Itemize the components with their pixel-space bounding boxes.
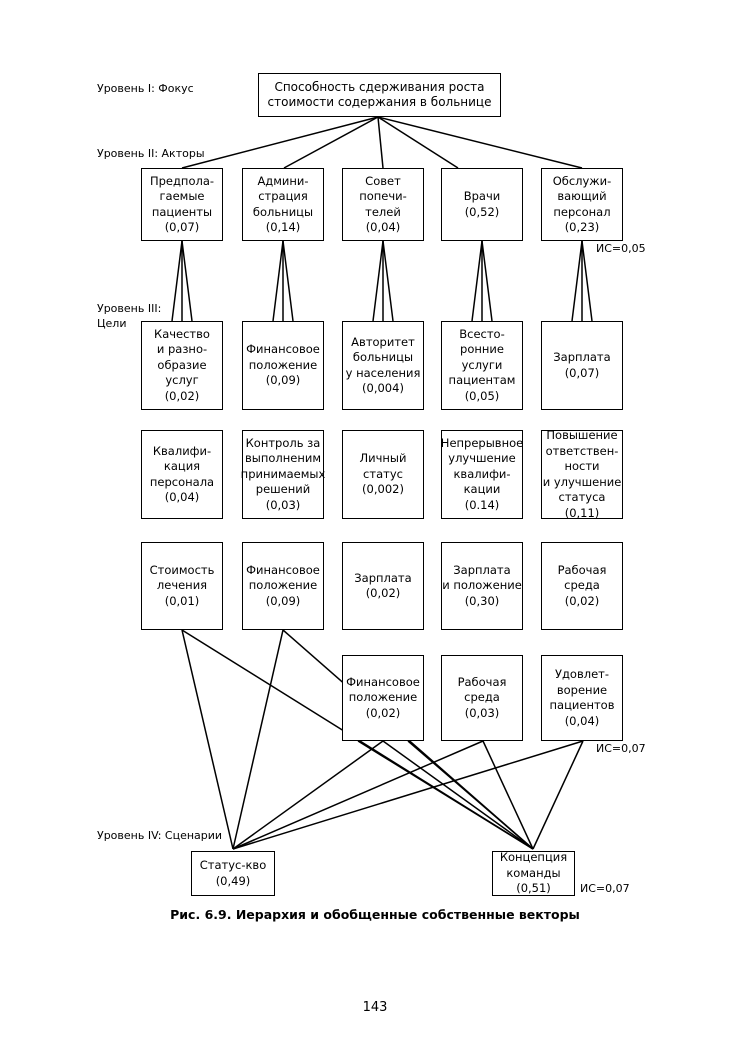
scenario-box-status-quo: Статус-кво (0,49) [191, 851, 275, 896]
goal-box: Личный статус (0,002) [342, 430, 424, 519]
connector-line [372, 240, 384, 322]
goal-box: Всесто- ронние услуги пациентам (0,05) [441, 321, 523, 410]
connector-line [377, 116, 583, 169]
connector-line [283, 116, 379, 169]
connector-line [377, 116, 384, 169]
goal-box: Повышение ответствен- ности и улучшение … [541, 428, 623, 520]
goal-box: Рабочая среда (0,02) [541, 542, 623, 630]
goal-box: Финансовое положение (0,09) [242, 542, 324, 630]
actor-box: Админи- страция больницы (0,14) [242, 168, 324, 241]
goal-box: Рабочая среда (0,03) [441, 655, 523, 741]
goal-box: Качество и разно- образие услуг (0,02) [141, 321, 223, 410]
consistency-index-goals: ИС=0,07 [596, 742, 646, 755]
actor-box: Врачи (0,52) [441, 168, 523, 241]
connector-line [581, 240, 593, 322]
connector-line [181, 629, 234, 850]
connector-line [382, 240, 394, 322]
connector-line [571, 240, 583, 322]
consistency-index-actors: ИС=0,05 [596, 242, 646, 255]
goal-box: Зарплата (0,02) [342, 542, 424, 630]
level-1-label: Уровень I: Фокус [97, 82, 194, 95]
goal-box: Авторитет больницы у населения (0,004) [342, 321, 424, 410]
level-3-label: Уровень III: Цели [97, 302, 162, 330]
actor-box: Совет попечи- телей (0,04) [342, 168, 424, 241]
goal-box: Зарплата и положение (0,30) [441, 542, 523, 630]
level-2-label: Уровень II: Акторы [97, 147, 205, 160]
connector-line [471, 240, 483, 322]
connector-line [171, 240, 183, 322]
page-number: 143 [362, 1000, 388, 1015]
goal-box: Финансовое положение (0,02) [342, 655, 424, 741]
connector-line [407, 740, 534, 850]
goal-box: Непрерывное улучшение квалифи- кации (0.… [441, 430, 523, 519]
goal-box: Квалифи- кация персонала (0,04) [141, 430, 223, 519]
level-4-label: Уровень IV: Сценарии [97, 829, 223, 842]
connector-line [181, 240, 193, 322]
connector-line [181, 116, 379, 169]
actor-box: Обслужи- вающий персонал (0,23) [541, 168, 623, 241]
connector-line [482, 740, 534, 850]
scenario-box-team-concept: Концепция команды (0,51) [492, 850, 575, 896]
focus-box: Способность сдерживания роста стоимости … [258, 73, 501, 117]
goal-box: Удовлет- ворение пациентов (0,04) [541, 655, 623, 741]
actor-box: Предпола- гаемые пациенты (0,07) [141, 168, 223, 241]
figure-caption: Рис. 6.9. Иерархия и обобщенные собствен… [170, 907, 580, 922]
connector-line [232, 740, 484, 850]
goal-box: Финансовое положение (0,09) [242, 321, 324, 410]
connector-line [532, 740, 584, 850]
connector-line [272, 240, 284, 322]
goal-box: Стоимость лечения (0,01) [141, 542, 223, 630]
consistency-index-scenarios: ИС=0,07 [580, 882, 630, 895]
connector-line [282, 240, 294, 322]
connector-line [232, 629, 284, 850]
connector-line [382, 740, 534, 850]
connector-line [377, 116, 459, 169]
connector-line [357, 740, 534, 850]
connector-line [232, 740, 384, 850]
connector-line [481, 240, 493, 322]
goal-box: Зарплата (0,07) [541, 321, 623, 410]
connector-line [232, 740, 584, 850]
goal-box: Контроль за выполненим принимаемых решен… [241, 430, 325, 519]
